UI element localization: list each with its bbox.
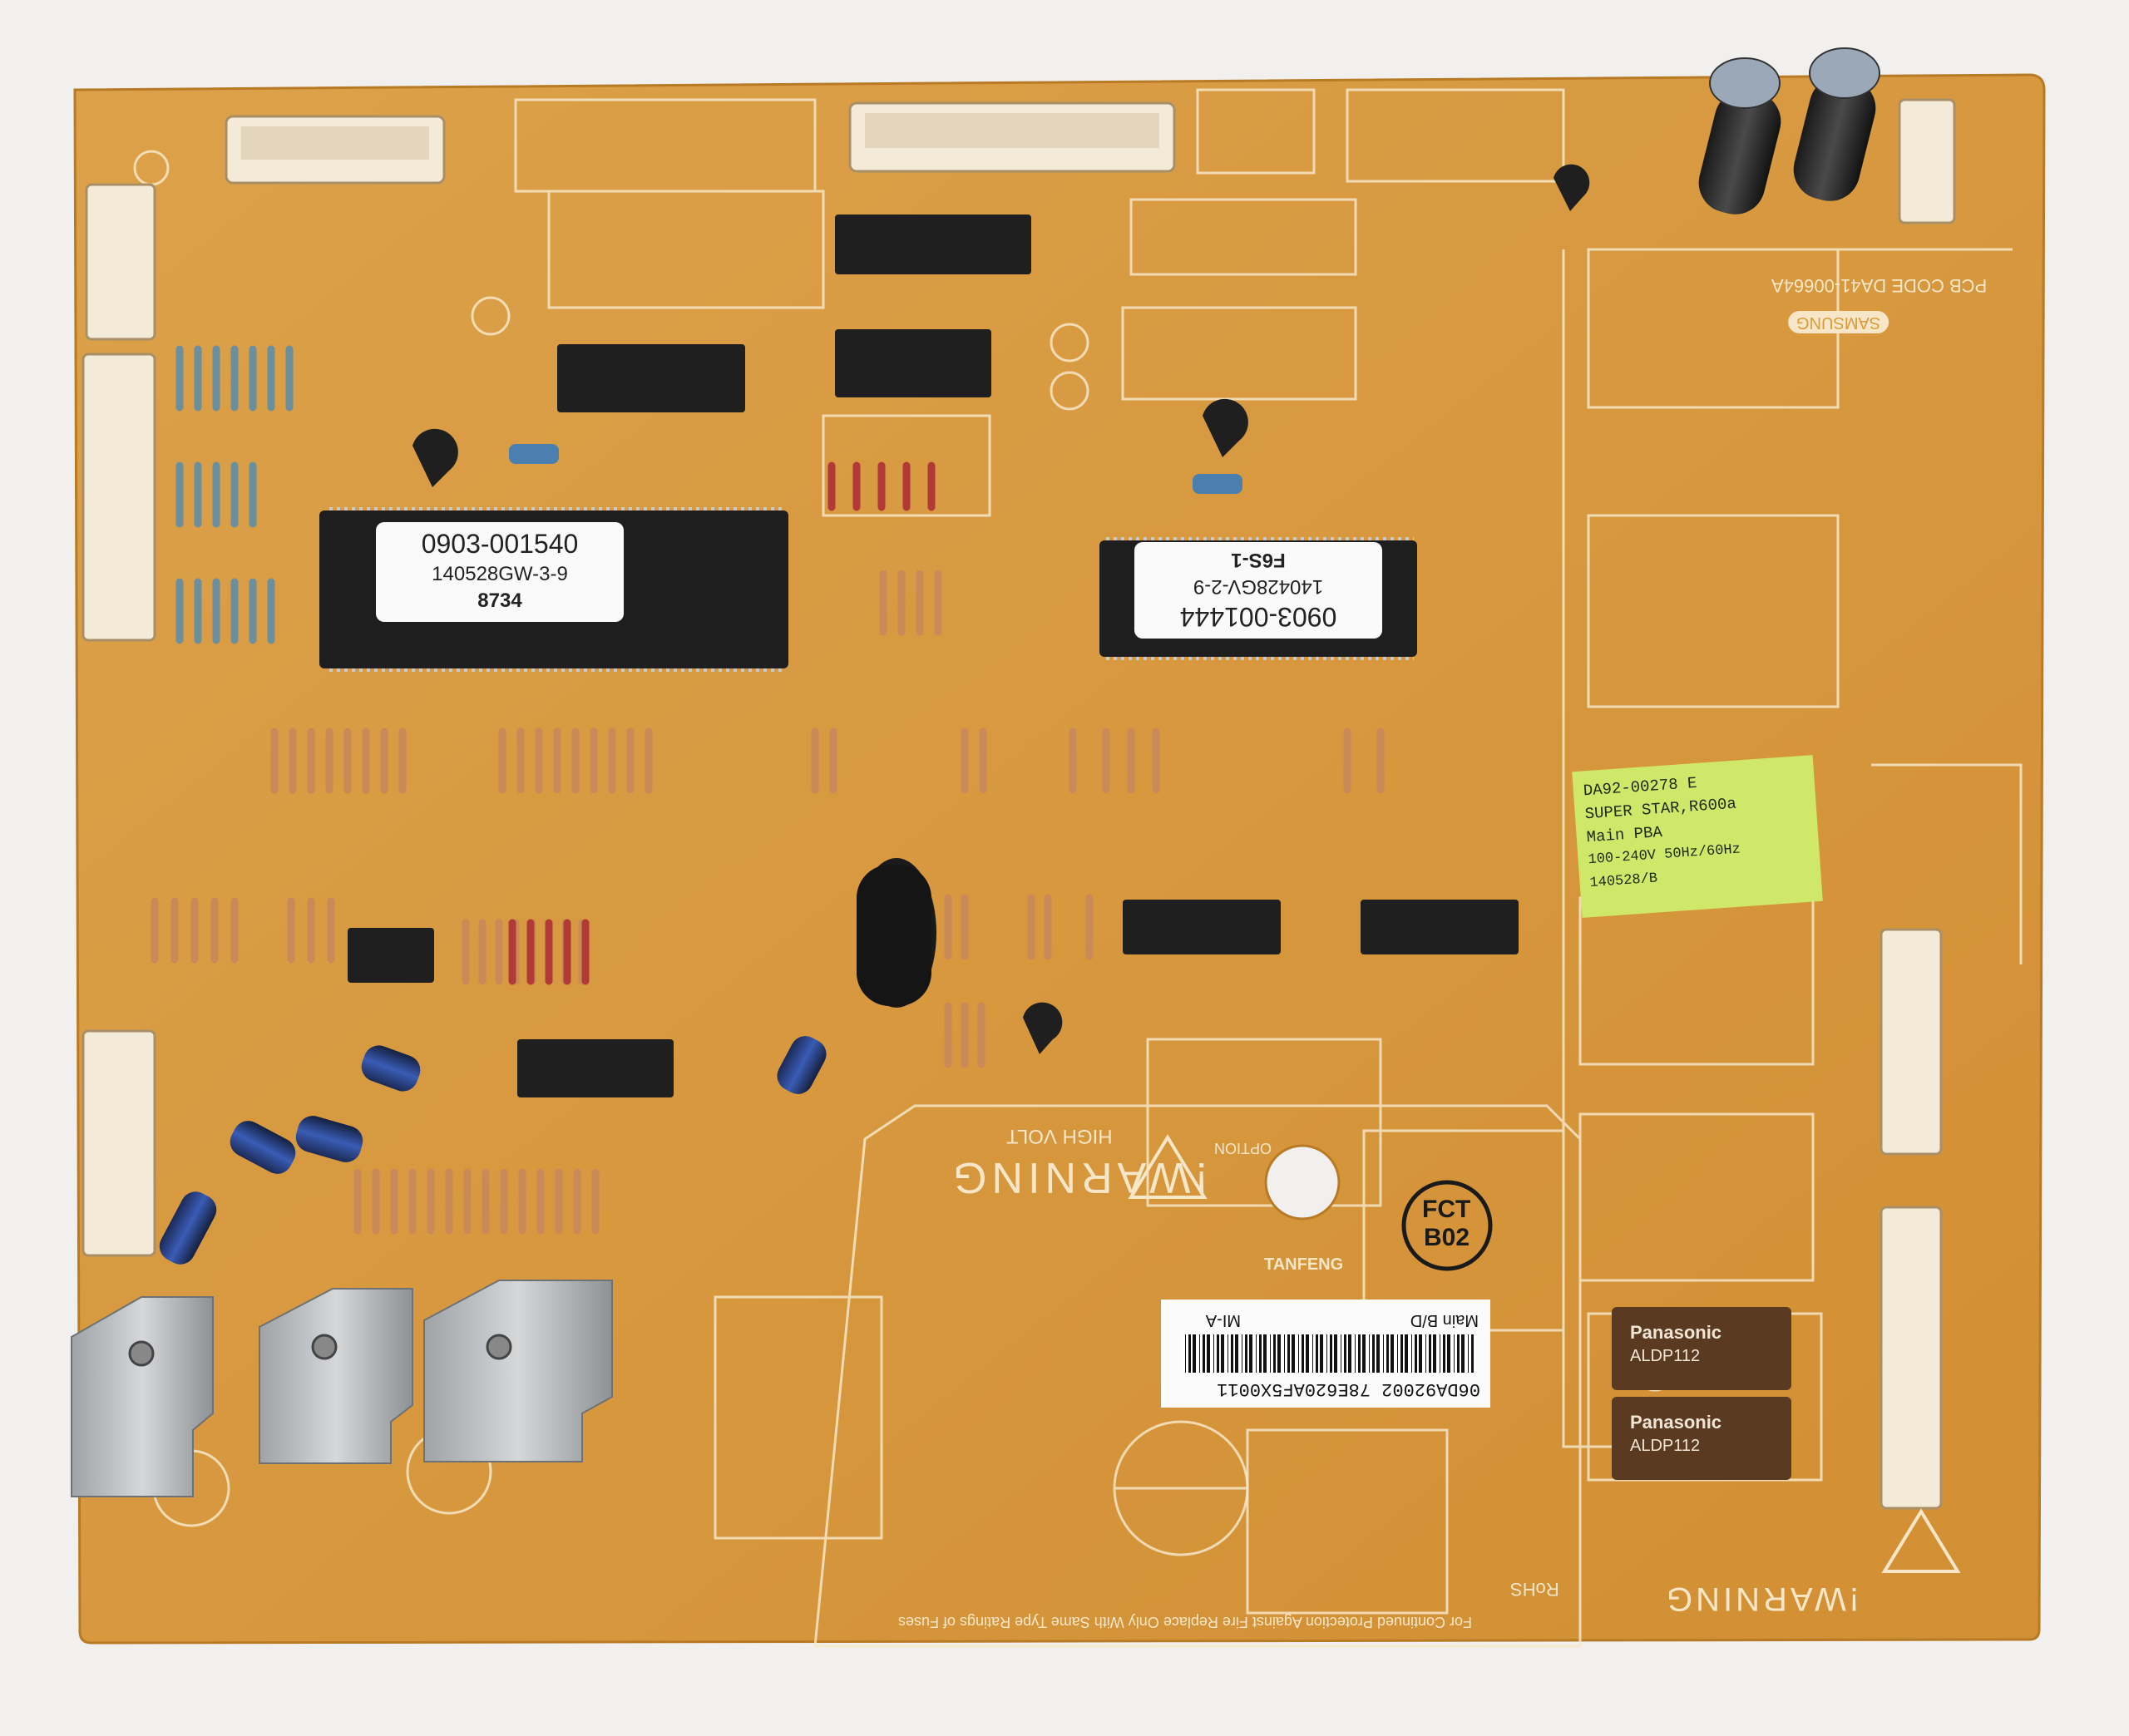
top-connectors: [82, 98, 1956, 1510]
samsung-brand-text: SAMSUNG: [1788, 311, 1889, 333]
barcode-line1: Main B/D: [1410, 1311, 1479, 1329]
chip-right-line1: 0903-001444: [1179, 602, 1337, 632]
relay-brand-bottom: Panasonic: [1630, 1412, 1722, 1433]
pcb-substrate: [73, 73, 2046, 1645]
mounting-hole: [1264, 1144, 1341, 1221]
barcode-bars: [1183, 1334, 1474, 1373]
heatsinks: [71, 1280, 613, 1497]
warning-symbols: [1128, 1134, 1961, 1573]
relay-model-top: ALDP112: [1630, 1347, 1701, 1365]
pcb-code-text: PCB CODE DA41-00664A: [1771, 275, 1988, 296]
resistor-arrays: [151, 345, 1385, 1235]
small-capacitors: [159, 444, 1242, 1265]
warning-bottom-text: !WARNING: [1663, 1581, 1859, 1617]
chip-right-line2: 140428GV-2-9: [1193, 575, 1324, 598]
transistors: [412, 164, 1590, 1054]
large-capacitors: [1698, 47, 1880, 215]
relay-brand-top: Panasonic: [1630, 1322, 1722, 1343]
product-sticker: DA92-00278 E SUPER STAR,R600a Main PBA 1…: [1572, 755, 1823, 918]
relays: [1612, 1307, 1791, 1480]
chip-label-right: 0903-001444 140428GV-2-9 F6S-1: [1134, 542, 1382, 639]
warning-middle-text: !WARNING: [948, 1153, 1208, 1201]
tanfeng-text: TANFENG: [1264, 1255, 1344, 1274]
silkscreen-outlines: [514, 88, 2023, 1648]
chip-left-line3: 8734: [477, 589, 522, 612]
chip-left-line1: 0903-001540: [421, 529, 579, 559]
b02-text: B02: [1424, 1224, 1470, 1251]
fct-stamp: [1401, 1180, 1493, 1271]
chip-label-left: 0903-001540 140528GW-3-9 8734: [376, 522, 624, 622]
fct-text: FCT: [1422, 1196, 1471, 1223]
fuse-notice-text: For Continued Protection Against Fire Re…: [898, 1614, 1472, 1630]
barcode-code: 06DA92002 78E620AF5X0011: [1217, 1378, 1480, 1399]
relay-model-bottom: ALDP112: [1630, 1437, 1701, 1455]
barcode-line2: MI-A: [1205, 1311, 1241, 1329]
option-text: OPTION: [1214, 1140, 1272, 1157]
chip-left-line2: 140528GW-3-9: [432, 563, 568, 585]
barcode-sticker: 06DA92002 78E620AF5X0011 Main B/D MI-A: [1161, 1300, 1490, 1408]
rohs-text: RoHS: [1510, 1579, 1559, 1600]
high-volt-text: HIGH VOLT: [1006, 1125, 1113, 1147]
chip-right-line3: F6S-1: [1231, 549, 1286, 571]
small-ics: [348, 215, 1519, 1097]
